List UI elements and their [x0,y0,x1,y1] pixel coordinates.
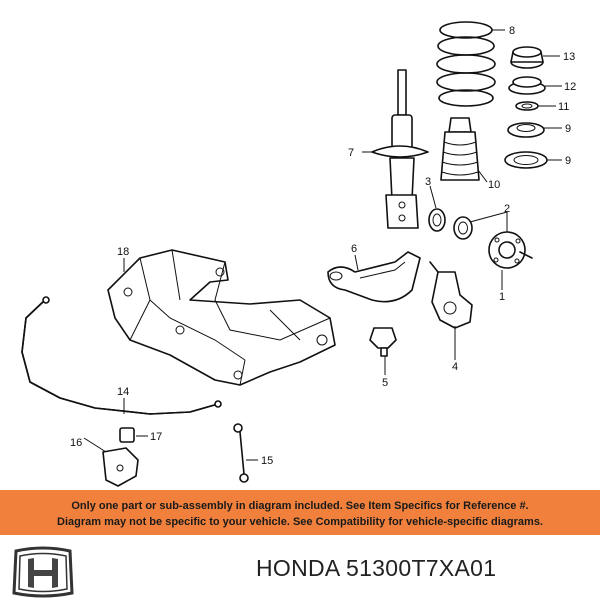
wheel-bearings [428,208,473,240]
stabilizer-link [233,423,249,483]
ball-joint [369,327,397,357]
leader-lines [83,29,562,461]
disclaimer-banner: Only one part or sub-assembly in diagram… [0,490,600,535]
callout-15: 15 [261,455,273,467]
callout-4: 4 [452,361,458,373]
callout-3: 3 [425,176,431,188]
stabilizer-bushing [119,427,135,443]
callout-11: 11 [558,101,569,113]
brand-name: HONDA [256,555,340,581]
callout-12: 12 [564,81,576,93]
callout-16: 16 [70,437,82,449]
dust-boot [440,117,480,181]
callout-numbers: 8 13 12 11 9 9 10 7 3 2 1 6 4 5 18 14 17… [70,25,576,467]
callout-13: 13 [563,51,575,63]
lower-control-arm [327,251,421,303]
callout-17: 17 [150,431,162,443]
callout-14: 14 [117,386,129,398]
parts-diagram: 8 13 12 11 9 9 10 7 3 2 1 6 4 5 18 14 17… [21,21,576,487]
callout-10: 10 [488,179,500,191]
callout-9-upper: 9 [565,123,571,135]
callout-6: 6 [351,243,357,255]
callout-2: 2 [504,203,510,215]
disclaimer-line-1: Only one part or sub-assembly in diagram… [71,500,529,512]
callout-7: 7 [348,147,354,159]
callout-8: 8 [509,25,515,37]
callout-5: 5 [382,377,388,389]
callout-18: 18 [117,246,129,258]
callout-1: 1 [499,291,505,303]
stabilizer-bracket [102,447,139,487]
front-subframe [107,249,336,386]
wheel-hub [488,231,533,269]
honda-h-logo-icon [12,546,74,598]
disclaimer-line-2: Diagram may not be specific to your vehi… [57,516,543,528]
part-number: 51300T7XA01 [346,555,497,581]
diagram-canvas: 8 13 12 11 9 9 10 7 3 2 1 6 4 5 18 14 17… [21,21,576,487]
steering-knuckle [429,261,473,329]
strut-assembly [371,69,429,229]
coil-spring [436,21,496,107]
callout-9-lower: 9 [565,155,571,167]
strut-mount-stack [504,46,548,169]
stabilizer-bar [21,296,222,415]
footer [0,535,600,600]
part-caption: HONDA 51300T7XA01 [256,555,496,582]
